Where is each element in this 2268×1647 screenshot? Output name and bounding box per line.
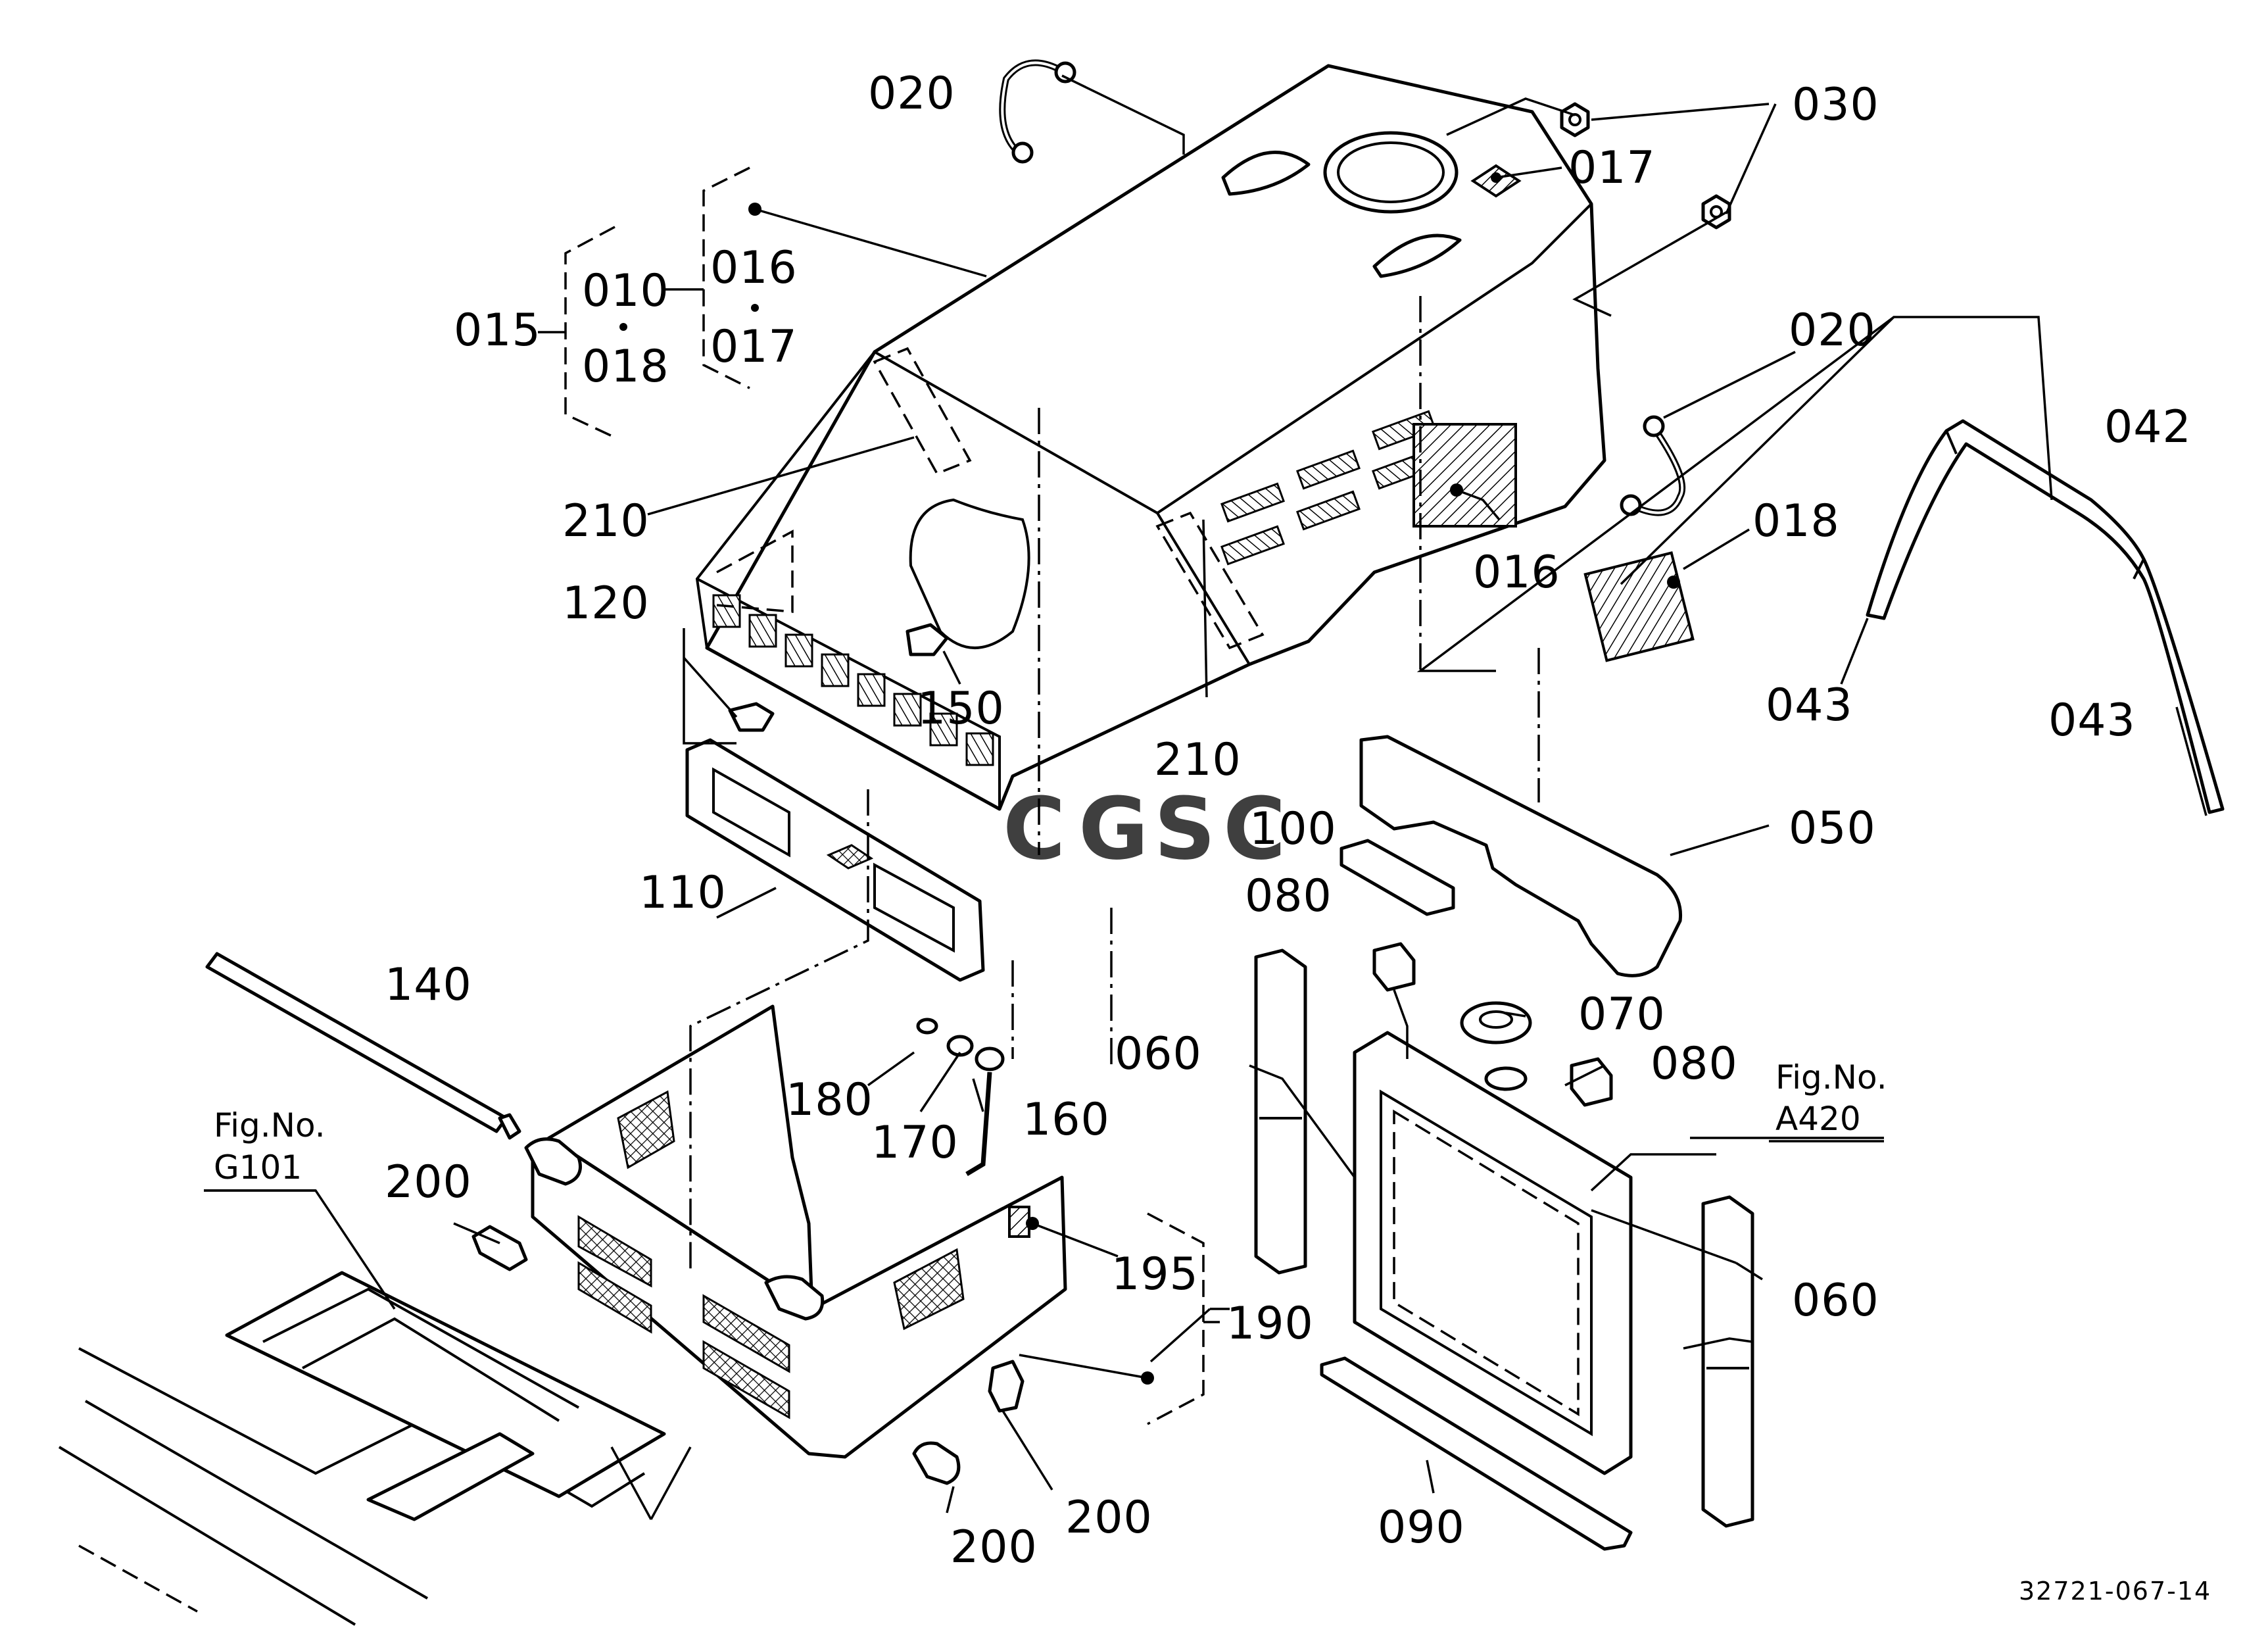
label-030[interactable]: 030	[1792, 79, 1879, 131]
label-195[interactable]: 195	[1111, 1248, 1199, 1300]
fig-ref-title: Fig.No.	[1775, 1058, 1887, 1096]
label-015[interactable]: 015	[454, 305, 541, 356]
label-020-right[interactable]: 020	[1789, 305, 1876, 356]
label-200-bottom-right[interactable]: 200	[1065, 1492, 1153, 1544]
label-060-left[interactable]: 060	[1115, 1028, 1202, 1080]
bonnet-part	[695, 64, 1606, 811]
rubber-part	[1359, 735, 1683, 977]
label-210-left[interactable]: 210	[562, 495, 650, 547]
label-210-right[interactable]: 210	[1154, 734, 1242, 786]
label-090[interactable]: 090	[1378, 1502, 1465, 1554]
drawing-number: 32721-067-14	[2019, 1577, 2211, 1606]
decal-part	[1583, 551, 1695, 662]
label-170[interactable]: 170	[871, 1117, 959, 1169]
label-190[interactable]: 190	[1226, 1298, 1314, 1350]
watermark-letter: C	[1003, 779, 1065, 879]
label-200-left[interactable]: 200	[385, 1156, 472, 1208]
kit-brackets	[538, 166, 1220, 1425]
reference-dots	[619, 172, 1680, 1385]
label-042[interactable]: 042	[2104, 401, 2192, 453]
label-120[interactable]: 120	[562, 578, 650, 629]
label-017-kit[interactable]: 017	[710, 321, 798, 373]
label-140[interactable]: 140	[385, 959, 472, 1011]
ring-part	[1460, 1001, 1532, 1045]
watermark: C G S C	[1003, 779, 1286, 879]
label-200-bottom-left[interactable]: 200	[950, 1521, 1038, 1573]
label-017[interactable]: 017	[1568, 142, 1656, 194]
label-110[interactable]: 110	[639, 867, 727, 919]
watermark-letter: C	[1223, 779, 1286, 879]
block-part	[1372, 942, 1613, 1107]
radiator-part	[1353, 1031, 1633, 1475]
bar-part	[1254, 948, 1754, 1528]
part-labels: 020 030 017 015 010 018 016 017 020 042 …	[385, 68, 2192, 1573]
fig-ref-number[interactable]: A420	[1775, 1100, 1861, 1138]
label-043-left[interactable]: 043	[1766, 679, 1853, 731]
label-018[interactable]: 018	[1752, 495, 1840, 547]
handle-part	[999, 59, 1686, 516]
washer-part	[916, 1018, 1005, 1177]
fig-ref-title: Fig.No.	[214, 1106, 326, 1144]
label-050[interactable]: 050	[1789, 802, 1876, 854]
label-016[interactable]: 016	[1473, 547, 1560, 599]
lower-seal-part	[1320, 1356, 1633, 1551]
fig-ref-number[interactable]: G101	[214, 1148, 302, 1187]
assembly-lines	[689, 296, 1540, 1269]
label-043-right[interactable]: 043	[2048, 695, 2136, 747]
label-160[interactable]: 160	[1023, 1094, 1110, 1146]
bolt-part	[728, 623, 949, 732]
front-panel-part	[685, 738, 985, 982]
rubber-100-part	[1339, 839, 1455, 916]
label-080-top[interactable]: 080	[1245, 870, 1332, 922]
frame-part	[58, 1271, 666, 1626]
label-080-right[interactable]: 080	[1651, 1038, 1738, 1090]
seal-part	[1866, 419, 2225, 814]
label-100[interactable]: 100	[1249, 803, 1337, 855]
figure-reference-g101: Fig.No. G101	[204, 1106, 326, 1192]
label-018-kit[interactable]: 018	[582, 341, 669, 393]
watermark-letter: S	[1154, 779, 1216, 879]
label-180[interactable]: 180	[786, 1074, 873, 1126]
figure-reference-a420: Fig.No. A420	[1769, 1058, 1887, 1143]
label-150[interactable]: 150	[917, 683, 1005, 735]
parts-artwork	[58, 59, 2225, 1626]
label-020[interactable]: 020	[868, 68, 955, 120]
label-070[interactable]: 070	[1578, 989, 1666, 1041]
rod-part	[205, 952, 521, 1140]
watermark-letter: G	[1078, 779, 1149, 879]
label-010[interactable]: 010	[582, 265, 669, 317]
label-016-kit[interactable]: 016	[710, 242, 798, 294]
label-060-right[interactable]: 060	[1792, 1275, 1879, 1327]
bracket-part	[524, 1004, 1067, 1459]
